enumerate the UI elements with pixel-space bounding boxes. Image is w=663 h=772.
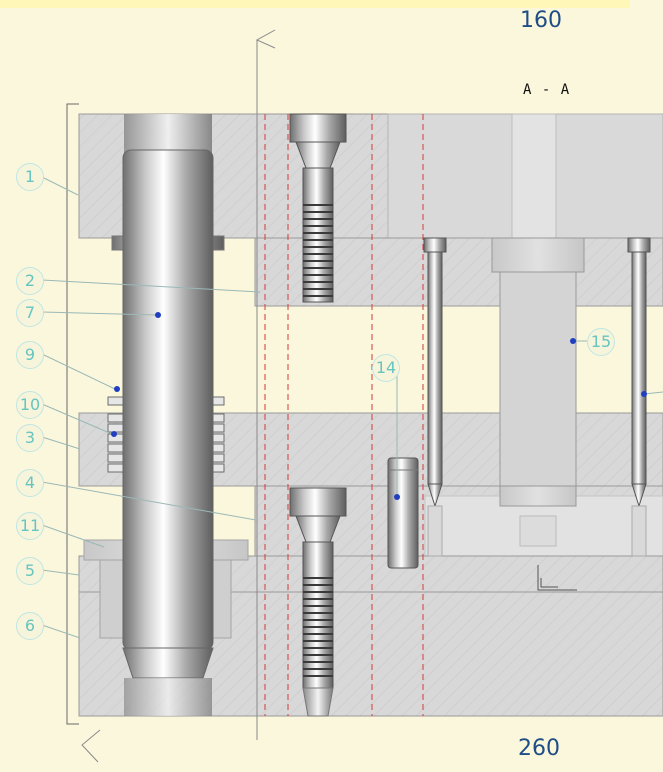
callout-10: 10 [16, 391, 44, 419]
dowel-pin-14 [387, 457, 419, 569]
dimension-bottom: 260 [518, 736, 560, 761]
callout-9: 9 [16, 341, 44, 369]
callout-11: 11 [16, 512, 44, 540]
callout-5: 5 [16, 557, 44, 585]
callout-6: 6 [16, 612, 44, 640]
guide-pillar [111, 114, 225, 716]
axis-symbol [537, 565, 577, 591]
top-highlight-band [0, 0, 630, 8]
section-cut-line [255, 29, 276, 740]
callout-15: 15 [587, 328, 615, 356]
callout-2: 2 [16, 267, 44, 295]
leader-lines [39, 175, 663, 639]
dimension-top: 160 [520, 8, 562, 33]
callout-3: 3 [16, 424, 44, 452]
callout-7: 7 [16, 299, 44, 327]
hidden-centerlines [264, 114, 424, 716]
ejector-pin-right [627, 237, 651, 557]
callout-14: 14 [372, 354, 400, 382]
section-label: A - A [523, 82, 571, 98]
socket-screw-top [289, 113, 347, 303]
ejector-pin-left [423, 237, 447, 557]
leader-dots [111, 312, 647, 500]
punch-15 [491, 237, 585, 547]
callout-4: 4 [16, 469, 44, 497]
socket-screw-bottom [289, 487, 347, 717]
callout-1: 1 [16, 163, 44, 191]
